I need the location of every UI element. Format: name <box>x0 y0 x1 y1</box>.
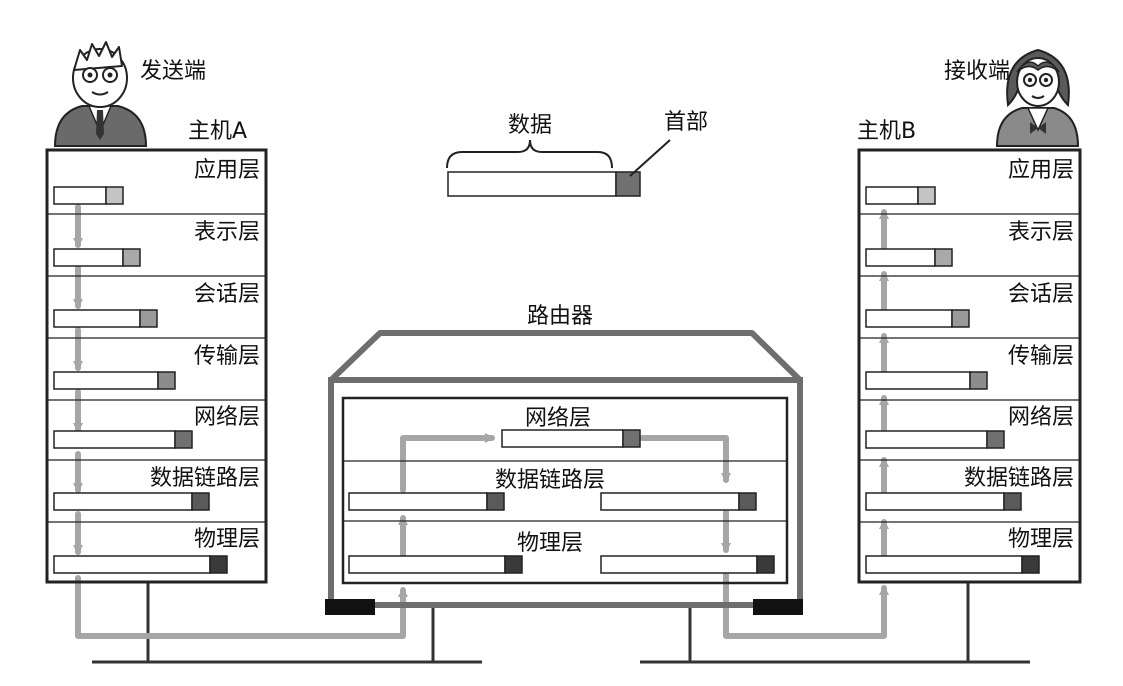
host-b-label: 主机B <box>857 119 916 144</box>
host-a-layer-physical: 物理层 <box>194 527 260 552</box>
host-a-layer-network: 网络层 <box>194 405 260 430</box>
router-port-left <box>325 599 375 615</box>
router-inner-frame <box>341 396 789 585</box>
router-layer-physical: 物理层 <box>517 531 583 556</box>
packet <box>865 371 971 390</box>
legend-header-label: 首部 <box>664 110 708 135</box>
host-b-layer-application: 应用层 <box>1008 158 1074 183</box>
packet <box>865 492 1005 511</box>
host-b-layer-transport: 传输层 <box>1008 344 1074 369</box>
router-body <box>328 377 803 608</box>
packet <box>348 555 506 574</box>
host-a-layer-presentation: 表示层 <box>194 220 260 245</box>
sender-person-icon <box>53 41 148 147</box>
host-a-label: 主机A <box>188 119 247 144</box>
packet <box>600 555 758 574</box>
host-b-layer-presentation: 表示层 <box>1008 220 1074 245</box>
packet <box>348 492 488 511</box>
host-b-layer-session: 会话层 <box>1008 282 1074 307</box>
legend-packet-body <box>447 171 617 197</box>
receiver-person-icon <box>995 48 1080 147</box>
sender-label: 发送端 <box>140 59 206 84</box>
receiver-label: 接收端 <box>944 59 1010 84</box>
host-b-layer-datalink: 数据链路层 <box>964 466 1074 491</box>
packet <box>865 186 919 205</box>
packet <box>501 429 624 448</box>
legend-data-label: 数据 <box>508 113 552 138</box>
router-layer-datalink: 数据链路层 <box>495 468 605 493</box>
host-a-layer-datalink: 数据链路层 <box>150 466 260 491</box>
packet <box>53 555 211 574</box>
router-port-right <box>753 599 803 615</box>
host-b: 应用层 表示层 会话层 传输层 网络层 数据链路层 物理层 <box>857 148 1082 584</box>
network-cables <box>92 582 1030 664</box>
host-b-layer-network: 网络层 <box>1008 405 1074 430</box>
router-layer-network: 网络层 <box>525 406 591 431</box>
packet <box>53 186 107 205</box>
router-title: 路由器 <box>527 304 593 329</box>
packet <box>865 430 988 449</box>
host-b-frame <box>857 148 1082 584</box>
host-b-layer-physical: 物理层 <box>1008 527 1074 552</box>
packet <box>53 309 141 328</box>
legend-packet-header <box>615 171 641 197</box>
packet <box>53 371 159 390</box>
legend-header-pointer <box>629 139 671 177</box>
host-a-layer-session: 会话层 <box>194 282 260 307</box>
legend-brace <box>446 139 613 169</box>
host-a: 应用层 表示层 会话层 传输层 网络层 数据链路层 物理层 <box>45 148 268 584</box>
packet <box>53 430 176 449</box>
packet <box>53 248 124 267</box>
packet-legend: 数据 首部 <box>446 110 708 197</box>
host-a-layer-transport: 传输层 <box>194 344 260 369</box>
packet <box>865 248 936 267</box>
host-a-layer-application: 应用层 <box>194 158 260 183</box>
router-top <box>328 330 803 383</box>
packet <box>53 492 193 511</box>
router: 路由器 网络层 数据链路层 物理层 <box>325 304 803 615</box>
packet <box>865 555 1023 574</box>
packet <box>865 309 953 328</box>
host-a-frame <box>45 148 268 584</box>
packet <box>600 492 740 511</box>
